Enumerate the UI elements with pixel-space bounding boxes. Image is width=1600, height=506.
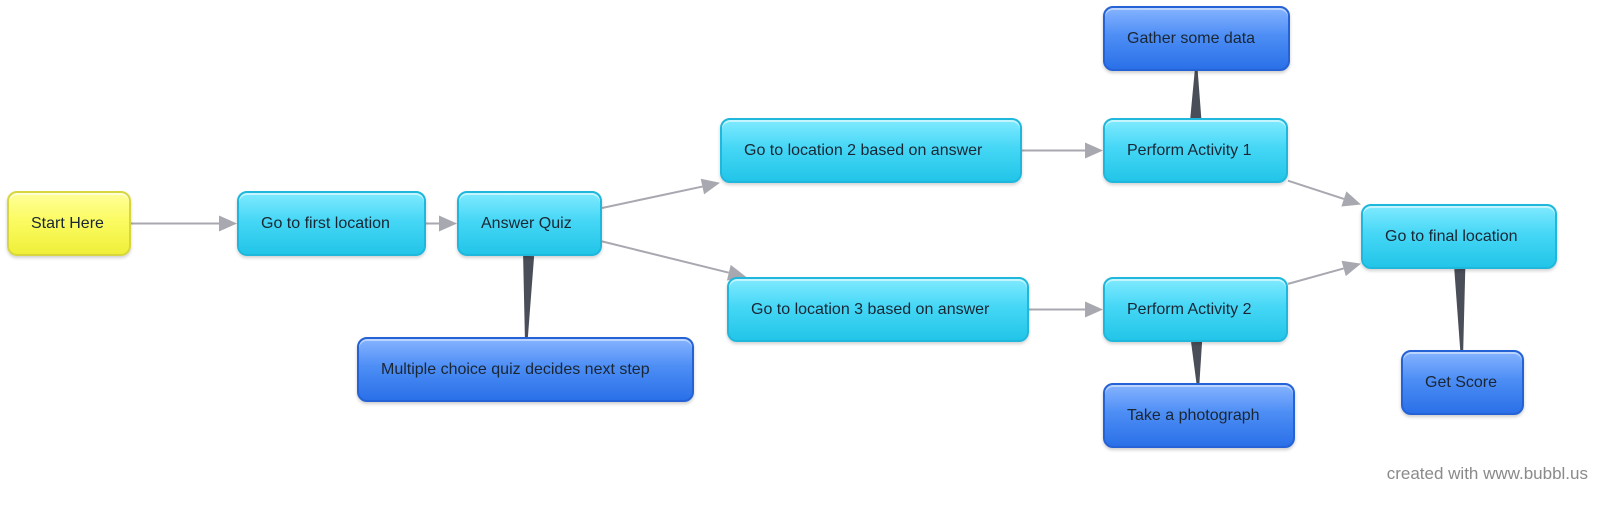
node-label: Go to location 3 based on answer [751,300,990,318]
arrow-line [601,240,730,274]
arrow-head [219,215,237,232]
node-go-to-location-3[interactable]: Go to location 3 based on answer [727,277,1029,342]
node-get-score[interactable]: Get Score [1401,350,1524,415]
attach-connector [1191,341,1203,384]
node-label: Multiple choice quiz decides next step [381,360,650,378]
node-label: Perform Activity 2 [1127,300,1252,318]
node-take-a-photograph[interactable]: Take a photograph [1103,383,1295,448]
node-label: Take a photograph [1127,406,1260,424]
node-answer-quiz[interactable]: Answer Quiz [457,191,602,256]
node-label: Go to first location [261,214,390,232]
node-gather-some-data[interactable]: Gather some data [1103,6,1290,71]
arrow-head [1085,301,1103,318]
arrow-head [1085,142,1103,159]
node-label: Get Score [1425,373,1498,391]
arrow-head [439,215,457,232]
node-label: Start Here [31,214,104,232]
node-go-to-final-location[interactable]: Go to final location [1361,204,1557,269]
node-label: Gather some data [1127,29,1256,47]
node-go-to-location-2[interactable]: Go to location 2 based on answer [720,118,1022,183]
node-label: Answer Quiz [481,214,572,232]
arrow-head [700,178,720,195]
attach-connector [1190,70,1202,119]
arrow-line [1287,179,1345,200]
node-perform-activity-2[interactable]: Perform Activity 2 [1103,277,1288,342]
node-label: Perform Activity 1 [1127,141,1252,159]
node-start-here[interactable]: Start Here [7,191,131,256]
arrow-head [1341,260,1361,277]
arrow-line [1287,267,1344,285]
node-label: Go to location 2 based on answer [744,141,983,159]
attach-connector [523,255,535,338]
attach-connector [1454,268,1466,351]
credit-text: created with www.bubbl.us [1386,464,1588,483]
node-label: Go to final location [1385,227,1518,245]
node-multiple-choice-quiz-note[interactable]: Multiple choice quiz decides next step [357,337,694,402]
node-perform-activity-1[interactable]: Perform Activity 1 [1103,118,1288,183]
arrow-line [601,185,703,209]
node-go-to-first-location[interactable]: Go to first location [237,191,426,256]
arrow-head [726,264,747,281]
arrow-head [1341,191,1361,207]
